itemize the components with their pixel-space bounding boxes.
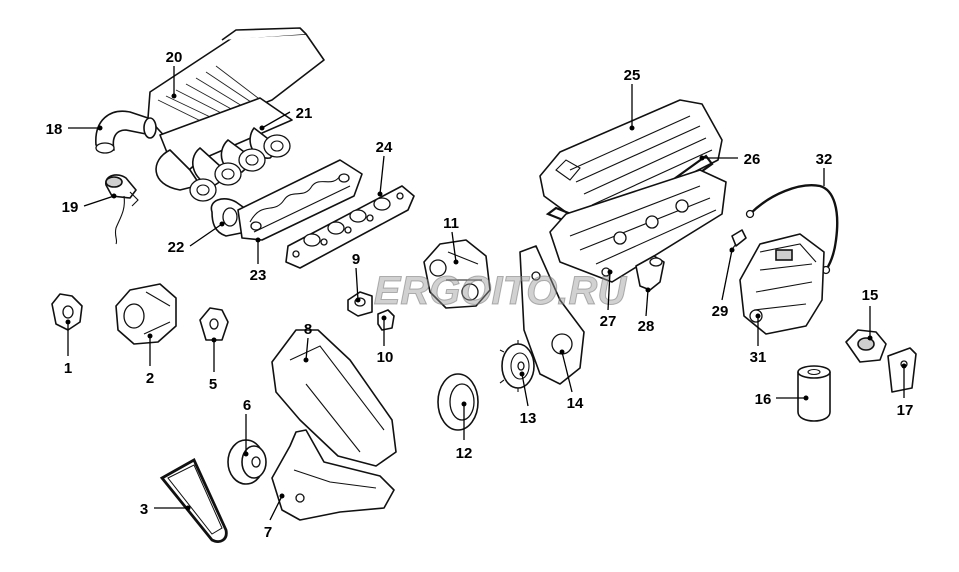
part-12-pulley: [437, 373, 479, 431]
part-24-manifold-gasket: [285, 185, 415, 269]
callout-5: 5: [209, 376, 217, 393]
callout-9: 9: [352, 251, 360, 268]
part-13-sprocket: [499, 340, 535, 392]
part-21-intake-manifold: [155, 97, 293, 202]
part-10-plug: [377, 309, 395, 331]
callout-3: 3: [140, 501, 148, 518]
part-15-mount: [845, 329, 887, 363]
callout-16: 16: [755, 391, 772, 408]
part-1-impeller: [51, 293, 83, 331]
callout-18: 18: [46, 121, 63, 138]
callout-12: 12: [456, 445, 473, 462]
callout-28: 28: [638, 318, 655, 335]
callout-21: 21: [296, 105, 313, 122]
callout-1: 1: [64, 360, 72, 377]
part-8-upper-timing-cover: [271, 329, 397, 467]
callout-27: 27: [600, 313, 617, 330]
part-17-bracket-plate: [887, 347, 917, 393]
part-5-idler: [199, 307, 229, 341]
part-25-valve-cover: [539, 99, 723, 221]
callout-2: 2: [146, 370, 154, 387]
part-14-backing-plate: [519, 245, 585, 385]
callout-19: 19: [62, 199, 79, 216]
callout-labels: 1 2 3 5 6 7 8 9 10 11 12 13 14 15 16 17 …: [46, 49, 914, 541]
callout-8: 8: [304, 321, 312, 338]
callout-25: 25: [624, 67, 641, 84]
part-7-lower-timing-cover: [271, 429, 395, 521]
callout-23: 23: [250, 267, 267, 284]
callout-10: 10: [377, 349, 394, 366]
callout-7: 7: [264, 524, 272, 541]
callout-24: 24: [376, 139, 393, 156]
part-18-intake-hose: [95, 110, 157, 154]
part-16-fuel-filter: [797, 365, 831, 422]
part-3-timing-belt: [159, 458, 228, 543]
part-2-water-pump: [115, 283, 177, 345]
leader-dots: [65, 93, 907, 511]
part-19-sensor: [105, 174, 139, 245]
part-32-fuel-line: [745, 184, 839, 275]
part-23-exhaust-manifold: [237, 159, 363, 241]
callout-20: 20: [166, 49, 183, 66]
callout-15: 15: [862, 287, 879, 304]
part-9-thermostat: [347, 291, 373, 317]
part-6-tensioner-pulley: [227, 439, 267, 485]
part-28-coolant-elbow: [635, 255, 665, 291]
callout-6: 6: [243, 397, 251, 414]
callout-26: 26: [744, 151, 761, 168]
watermark-text: ERGOITO.RU: [374, 269, 628, 313]
part-31-injection-pump: [739, 233, 825, 335]
leader-lines: [67, 66, 905, 521]
part-27-cylinder-head: [549, 169, 727, 283]
callout-17: 17: [897, 402, 914, 419]
callout-22: 22: [168, 239, 185, 256]
callout-13: 13: [520, 410, 537, 427]
callout-31: 31: [750, 349, 767, 366]
part-11-pump-housing: [423, 239, 491, 309]
callout-14: 14: [567, 395, 584, 412]
callout-11: 11: [443, 215, 459, 232]
callout-29: 29: [712, 303, 729, 320]
callout-32: 32: [816, 151, 833, 168]
